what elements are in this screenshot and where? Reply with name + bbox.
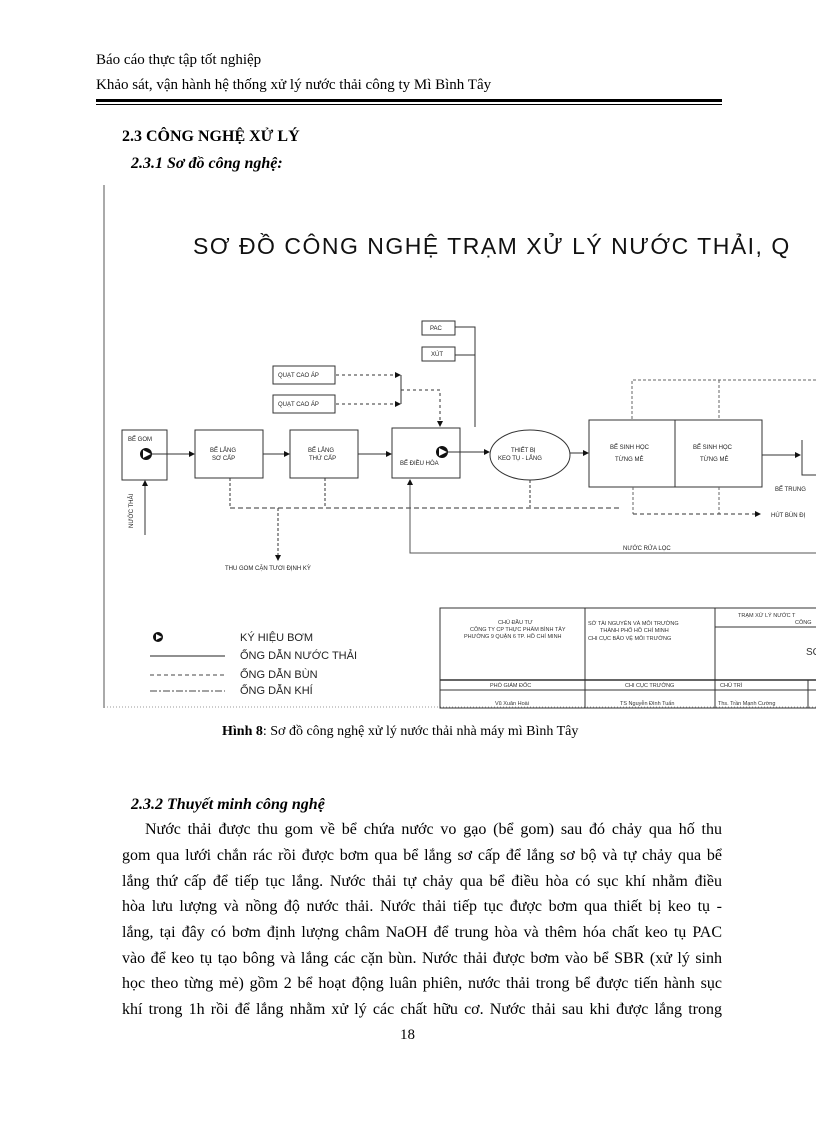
be-lang-so-cap-label-2: SƠ CẤP [212, 455, 235, 462]
body-line: Nước thải được thu gom về bể chứa nước v… [145, 821, 722, 838]
be-sinh-hoc-2-label-2: TỪNG MẺ [700, 456, 728, 463]
figure-caption: Hình 8: Sơ đồ công nghệ xử lý nước thải … [222, 724, 578, 740]
backwash-line [407, 479, 816, 554]
title-block-table: CHỦ ĐẦU TƯ CÔNG TY CP THỰC PHẨM BÌNH TÂY… [439, 607, 816, 709]
legend-sludge-pipe: ỐNG DẪN BÙN [240, 667, 318, 681]
header-report-title: Báo cáo thực tập tốt nghiệp [96, 52, 262, 68]
keo-tu-ellipse [489, 429, 571, 481]
header-rule-thin [96, 104, 722, 105]
body-line: lắng, tại đây có bơm định lượng châm NaO… [122, 924, 722, 941]
be-sinh-hoc-1-label-1: BỂ SINH HỌC [610, 444, 650, 451]
col3-sub: SƠ [806, 647, 816, 658]
body-line: vào để keo tụ tạo bông và lắng các cặn b… [122, 950, 722, 967]
diagram-shape [143, 450, 151, 458]
diagram-shape [156, 634, 162, 640]
be-gom-label: BỂ GOM [128, 436, 152, 443]
col2-line1: SỞ TÀI NGUYÊN VÀ MÔI TRƯỜNG [588, 619, 679, 627]
hut-bun-label: HÚT BÙN ĐỊ [771, 512, 806, 519]
xut-label: XÚT [431, 351, 443, 358]
name-3: Ths. Trần Mạnh Cường [718, 701, 775, 707]
be-sinh-hoc-1-label-2: TỪNG MẺ [615, 456, 643, 463]
pac-box [421, 320, 456, 336]
name-1: Vũ Xuân Hoài [495, 701, 529, 707]
keo-tu-label-2: KEO TỤ - LẮNG [498, 454, 542, 462]
be-lang-so-cap-label-1: BỂ LẮNG [210, 446, 236, 454]
body-line: khí trong 1h rồi để lắng nhằm xử lý các … [122, 1001, 722, 1018]
col2-line2: THÀNH PHỐ HỒ CHÍ MINH [600, 627, 669, 634]
be-dieu-hoa-label: BỂ ĐIỀU HÒA [400, 460, 439, 467]
header-rule [96, 99, 722, 102]
chemical-line [455, 326, 476, 427]
legend-water-pipe: ỐNG DẪN NƯỚC THẢI [240, 648, 357, 662]
blower-label-2: QUẠT CAO ÁP [278, 401, 319, 408]
diagram-shape [439, 448, 447, 456]
blower-label-1: QUẠT CAO ÁP [278, 372, 319, 379]
diagram-shape [631, 379, 816, 419]
diagram-shape [439, 607, 816, 709]
diagram-shape [801, 440, 816, 476]
figure-caption-text: : Sơ đồ công nghệ xử lý nước thải nhà má… [262, 724, 579, 739]
name-2: TS Nguyễn Đình Tuấn [620, 700, 674, 707]
nuoc-rua-loc-label: NƯỚC RỬA LỌC [623, 545, 671, 552]
col1-line2: CÔNG TY CP THỰC PHẨM BÌNH TÂY [470, 626, 566, 633]
role-2: CHI CỤC TRƯỞNG [625, 682, 674, 689]
body-line: học theo từng mẻ) gồm 2 bể hoạt động luâ… [122, 975, 722, 992]
role-1: PHÓ GIÁM ĐỐC [490, 682, 531, 689]
diagram-shape [401, 389, 443, 427]
page-number: 18 [400, 1027, 415, 1043]
header-subtitle: Khảo sát, vận hành hệ thống xử lý nước t… [96, 77, 492, 93]
be-lang-thu-cap-label-2: THỨ CẤP [309, 455, 336, 462]
col3-line1: TRẠM XỬ LÝ NƯỚC T [738, 612, 796, 619]
be-lang-thu-cap-label-1: BỂ LẮNG [308, 446, 334, 454]
role-3: CHỦ TRÌ [720, 682, 743, 689]
col1-line1: CHỦ ĐẦU TƯ [498, 619, 533, 626]
subsection-heading: 2.3.1 Sơ đồ công nghệ: [131, 155, 283, 172]
legend-air-pipe: ỐNG DẪN KHÍ [240, 683, 314, 697]
pac-label: PAC [430, 326, 443, 332]
legend-pump: KÝ HIỆU BƠM [240, 631, 313, 644]
body-line: lắng thứ cấp để tiếp tục lắng. Nước thải… [122, 873, 722, 890]
be-sinh-hoc-2-label-1: BỂ SINH HỌC [693, 444, 733, 451]
subsection-heading-2: 2.3.2 Thuyết minh công nghệ [131, 796, 325, 813]
figure-label: Hình 8 [222, 724, 263, 739]
keo-tu-label-1: THIẾT BỊ [511, 447, 536, 454]
thu-gom-label: THU GOM CẶN TƯƠI ĐỊNH KỲ [225, 565, 311, 572]
nuoc-thai-label: NƯỚC THẢI [128, 494, 135, 528]
be-lang-thu-cap-box [289, 429, 359, 479]
col3-line2: CÔNG [795, 619, 812, 626]
blower-box-2 [272, 394, 336, 414]
diagram-title: SƠ ĐỒ CÔNG NGHỆ TRẠM XỬ LÝ NƯỚC THẢI, Q [193, 231, 791, 259]
col2-line3: CHI CỤC BẢO VỆ MÔI TRƯỜNG [588, 634, 671, 642]
be-dieu-hoa-box [391, 427, 461, 479]
be-lang-so-cap-box [194, 429, 264, 479]
body-line: hòa lưu lượng và nồng độ nước thải. Nước… [122, 898, 722, 915]
col1-line3: PHƯỜNG 9 QUẬN 6 TP. HỒ CHÍ MINH [464, 633, 562, 640]
be-trung-label: BỂ TRUNG [775, 486, 806, 493]
section-heading: 2.3 CÔNG NGHỆ XỬ LÝ [122, 128, 300, 145]
blower-box-1 [272, 365, 336, 385]
xut-box [421, 346, 456, 362]
body-line: gom qua lưới chắn rác rồi được bơm qua b… [122, 847, 722, 864]
